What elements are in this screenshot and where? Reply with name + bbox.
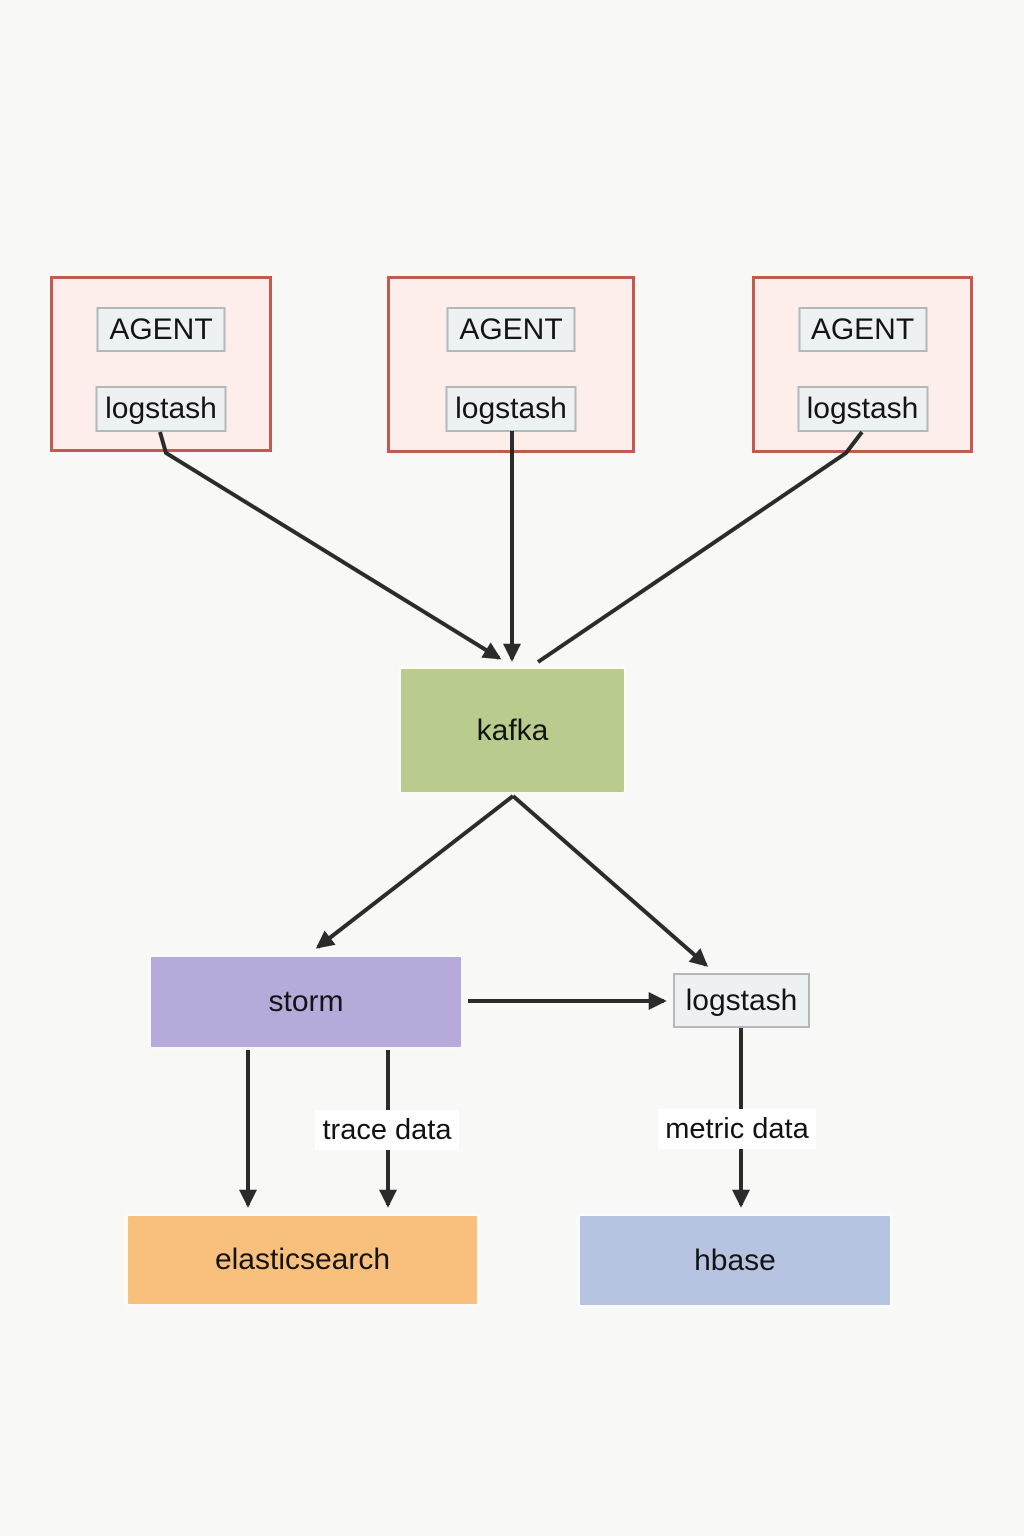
kafka-node: kafka [398,666,627,795]
trace-data-label: trace data [315,1110,459,1150]
agent-2-title-label: AGENT [446,307,576,352]
agent-2-logstash-label: logstash [445,386,577,432]
edge-kafka-logstash [511,794,709,967]
edge-kafka-storm [315,794,515,949]
agent-box-3: AGENT logstash [752,276,973,453]
agent-3-logstash-label: logstash [797,386,928,432]
logstash-node: logstash [673,973,810,1028]
hbase-node: hbase [577,1213,893,1308]
edge-agent1-kafka [158,431,502,660]
agent-1-title-label: AGENT [96,307,226,352]
agent-1-logstash-label: logstash [95,386,227,432]
agent-box-2: AGENT logstash [387,276,635,453]
metric-data-label: metric data [658,1109,816,1149]
edge-agent3-kafka [536,430,864,664]
storm-node: storm [148,954,464,1050]
agent-3-title-label: AGENT [798,307,927,352]
elasticsearch-node: elasticsearch [125,1213,480,1307]
agent-box-1: AGENT logstash [50,276,272,452]
